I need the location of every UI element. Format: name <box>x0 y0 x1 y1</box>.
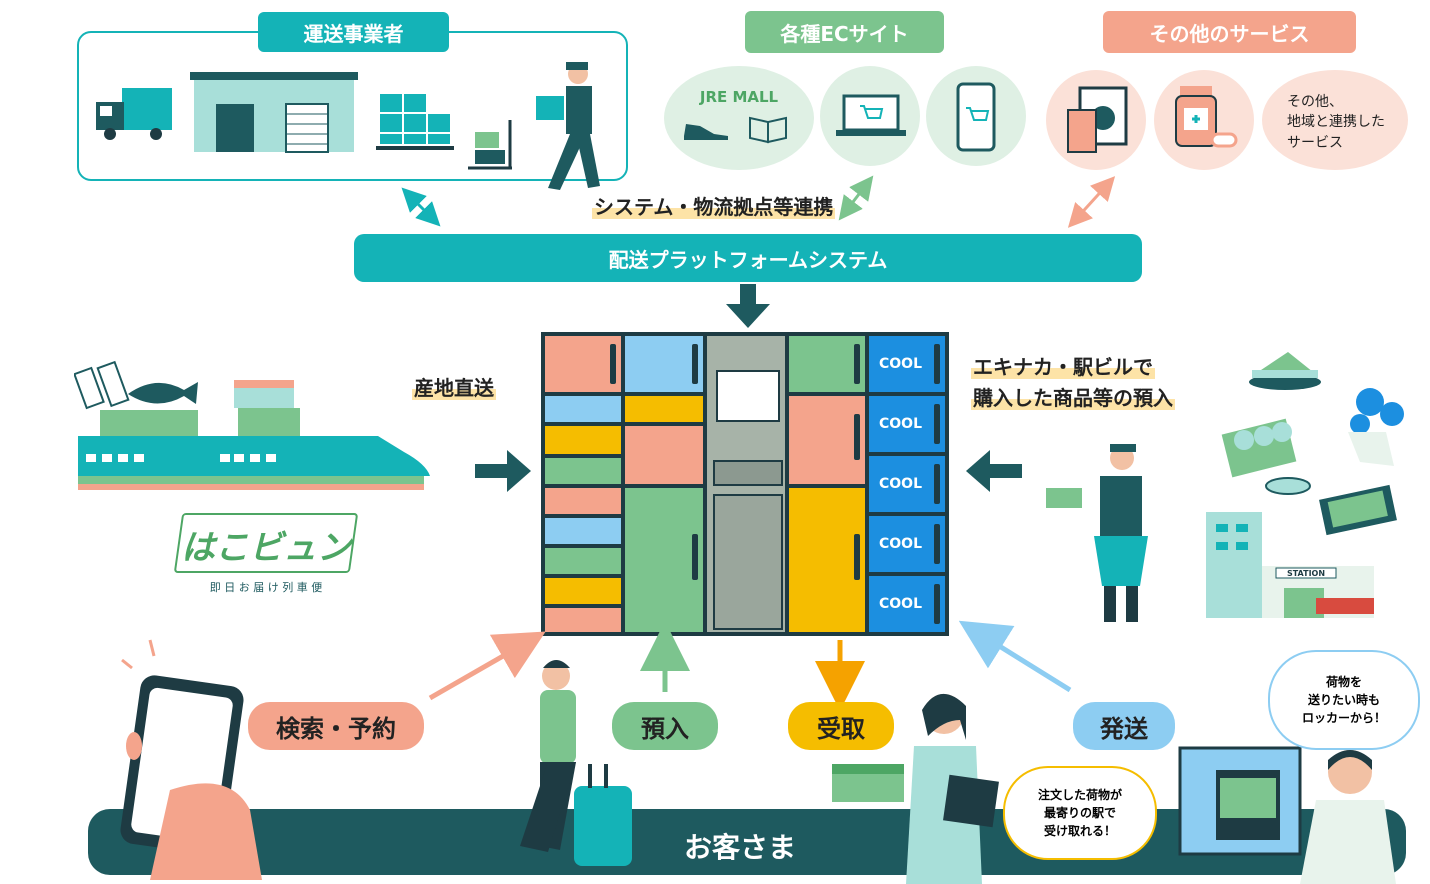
receive-bubble-line3: 受け取れる！ <box>1038 822 1122 840</box>
receive-bubble-line1: 注文した荷物が <box>1038 786 1122 804</box>
send-bubble-line3: ロッカーから！ <box>1302 709 1386 727</box>
send-bubble-line1: 荷物を <box>1302 673 1386 691</box>
send-bubble-line2: 送りたい時も <box>1302 691 1386 709</box>
man-sending-package-icon <box>1180 748 1396 884</box>
traveler-with-suitcase-icon <box>520 660 632 866</box>
send-speech-bubble: 荷物を 送りたい時も ロッカーから！ <box>1268 650 1420 750</box>
receive-speech-bubble: 注文した荷物が 最寄りの駅で 受け取れる！ <box>1003 766 1157 860</box>
woman-receiving-package-icon <box>832 694 999 884</box>
smartphone-hand-icon <box>119 640 262 880</box>
receive-bubble-line2: 最寄りの駅で <box>1038 804 1122 822</box>
